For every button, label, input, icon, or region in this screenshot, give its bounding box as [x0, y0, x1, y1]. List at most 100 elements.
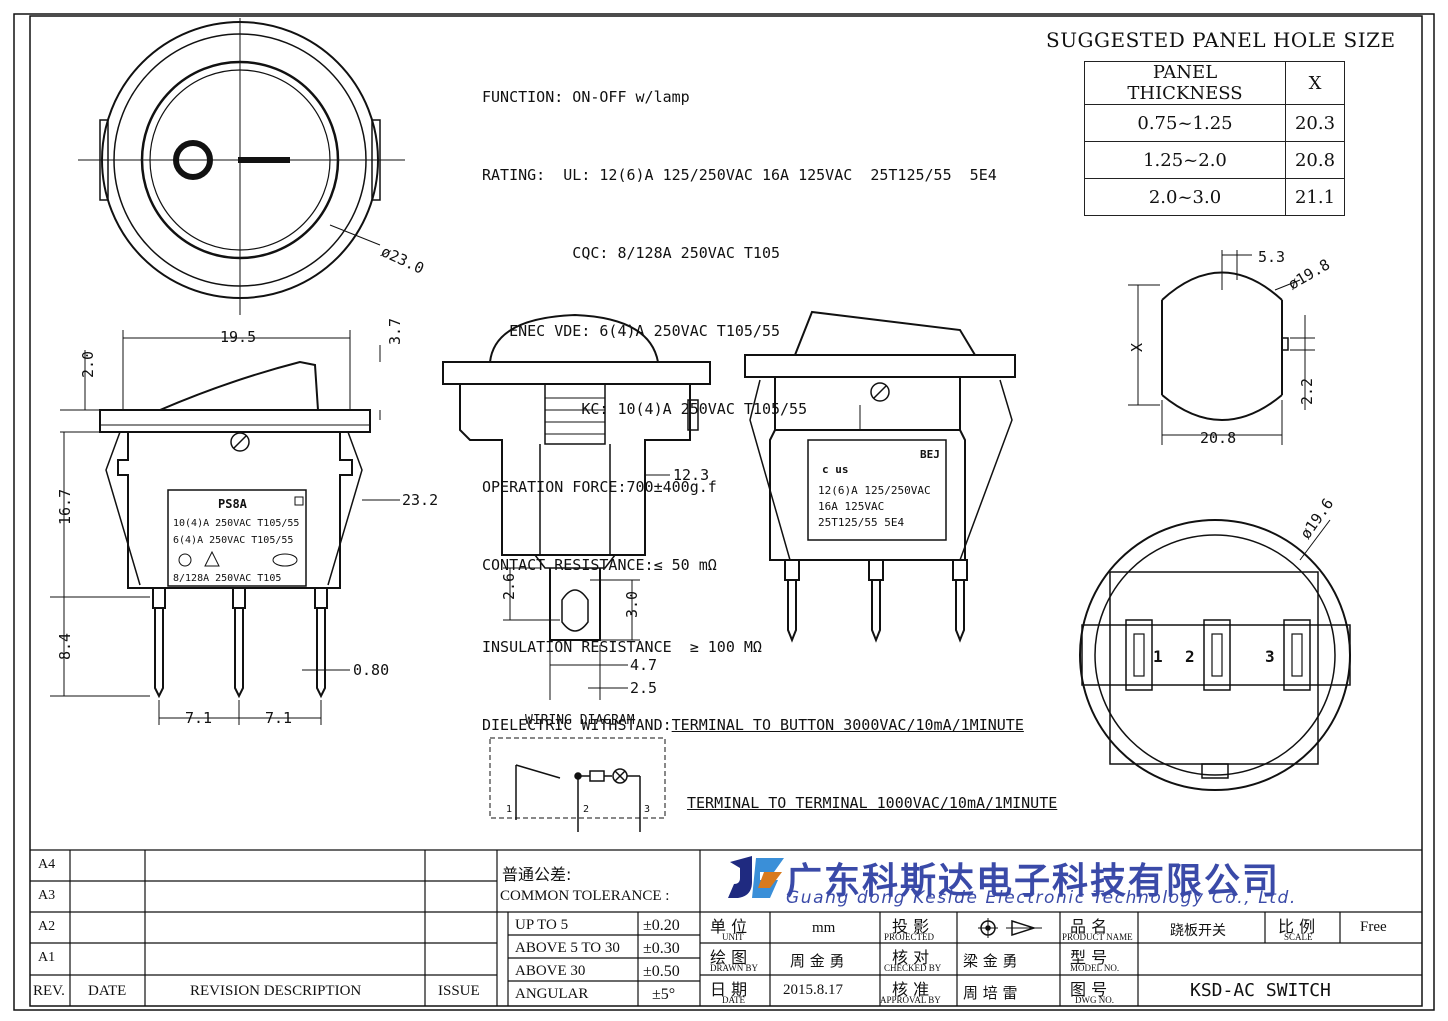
description-header: REVISION DESCRIPTION: [190, 983, 362, 999]
tol-value-4: ±5°: [652, 986, 676, 1003]
side-label-bej: BEJ: [920, 448, 940, 461]
dim-diameter-23: ø23.0: [378, 242, 427, 277]
dim-2-2: 2.2: [1298, 378, 1316, 405]
terminal-3: 3: [1265, 647, 1275, 666]
off-symbol: [173, 140, 213, 180]
spec-rating-enec: ENEC VDE: 6(4)A 250VAC T105/55: [482, 322, 781, 340]
label-line-2: 6(4)A 250VAC T105/55: [173, 535, 293, 546]
tolerance-cn: 普通公差:: [502, 865, 572, 884]
spec-dielectric: DIELECTRIC WITHSTAND:TERMINAL TO BUTTON …: [482, 712, 1057, 738]
table-row: 0.75~1.25 20.3: [1084, 104, 1345, 142]
dim-2-5: 2.5: [630, 679, 657, 697]
panel-hole-title: SUGGESTED PANEL HOLE SIZE: [1046, 28, 1396, 52]
drawn-by-cn: 绘 图: [710, 948, 748, 967]
dim-12-3: 12.3: [673, 466, 709, 484]
title-block-grid: [30, 849, 1422, 1006]
wiring-terminal-2: 2: [583, 804, 589, 815]
dim-3-0: 3.0: [623, 591, 641, 618]
company-logo-icon: [728, 856, 784, 898]
dim-5-3: 5.3: [1258, 248, 1285, 266]
label-line-1: 10(4)A 250VAC T105/55: [173, 518, 299, 529]
dim-4-7: 4.7: [630, 656, 657, 674]
cert-marks: [178, 550, 298, 567]
dim-23-2: 23.2: [402, 491, 438, 509]
model-no-cn: 型 号: [1070, 948, 1108, 967]
panel-hole-dims: [1128, 250, 1315, 445]
scale-value: Free: [1360, 919, 1387, 935]
front-view: [99, 360, 371, 699]
header-panel-thickness: PANEL THICKNESS: [1084, 61, 1286, 105]
tol-value-2: ±0.30: [643, 940, 680, 957]
approval-value: 周 培 雷: [963, 984, 1018, 1002]
x-cell: 20.8: [1285, 141, 1345, 179]
bottom-view: [1079, 519, 1351, 791]
tolerance-en: COMMON TOLERANCE :: [500, 888, 670, 904]
thickness-cell: 0.75~1.25: [1084, 104, 1286, 142]
dim-7-1-left: 7.1: [185, 709, 212, 727]
terminal-2: 2: [1185, 647, 1195, 666]
panel-hole-table: PANEL THICKNESS X 0.75~1.25 20.3 1.25~2.…: [1084, 61, 1345, 216]
tol-value-3: ±0.50: [643, 963, 680, 980]
spec-operation-force: OPERATION FORCE:700±400g.f: [482, 478, 717, 496]
side-label-ul: c us: [822, 463, 849, 476]
first-angle-projection-icon: [978, 918, 1042, 938]
drawn-by-value: 周 金 勇: [790, 952, 845, 970]
dim-3-7: 3.7: [386, 318, 404, 345]
x-cell: 20.3: [1285, 104, 1345, 142]
rev-a3: A3: [38, 888, 56, 903]
tol-label-2: ABOVE 5 TO 30: [515, 940, 620, 956]
side-label-line-3: 25T125/55 5E4: [818, 516, 904, 529]
dim-7-1-right: 7.1: [265, 709, 292, 727]
side-label-line-1: 12(6)A 125/250VAC: [818, 484, 931, 497]
thickness-cell: 1.25~2.0: [1084, 141, 1286, 179]
spec-dielectric-label: DIELECTRIC WITHSTAND:: [482, 716, 672, 734]
projected-en: PROJECTED: [884, 932, 935, 942]
tol-label-1: UP TO 5: [515, 917, 569, 933]
dim-8-4: 8.4: [56, 633, 74, 660]
product-name-value: 跷板开关: [1170, 923, 1226, 939]
spec-rating-kc: KC: 10(4)A 250VAC T105/55: [482, 400, 808, 418]
product-name-cn: 品 名: [1070, 917, 1108, 936]
company-name-en: Guang dong Keside Electronic Technology …: [786, 888, 1297, 908]
date-cn: 日 期: [710, 980, 748, 999]
table-row: 2.0~3.0 21.1: [1084, 178, 1345, 216]
dim-2-6: 2.6: [500, 573, 518, 600]
spec-insulation-resistance: INSULATION RESISTANCE ≥ 100 MΩ: [482, 638, 762, 656]
unit-en: UNIT: [722, 932, 744, 942]
rev-header: REV.: [33, 983, 65, 999]
spec-contact-resistance: CONTACT RESISTANCE:≤ 50 mΩ: [482, 556, 717, 574]
date-en: DATE: [722, 995, 745, 1005]
dim-0-80: 0.80: [353, 661, 389, 679]
date-header: DATE: [88, 983, 127, 999]
dwg-no-value: KSD-AC SWITCH: [1190, 980, 1331, 1001]
inner-frame: [29, 15, 1423, 1007]
checked-by-cn: 核 对: [892, 948, 930, 967]
spec-dielectric-row-2: TERMINAL TO TERMINAL 1000VAC/10mA/1MINUT…: [482, 790, 1057, 816]
spec-dielectric-2: TERMINAL TO TERMINAL 1000VAC/10mA/1MINUT…: [687, 794, 1058, 812]
rev-a2: A2: [38, 919, 56, 934]
dim-width-19-5: 19.5: [220, 328, 256, 346]
x-cell: 21.1: [1285, 178, 1345, 216]
thickness-cell: 2.0~3.0: [1084, 178, 1286, 216]
label-model: PS8A: [218, 497, 248, 511]
approval-cn: 核 准: [892, 980, 930, 999]
spec-rating-ul: RATING: UL: 12(6)A 125/250VAC 16A 125VAC…: [482, 166, 997, 184]
outer-frame: [13, 13, 1435, 1011]
specification-block: FUNCTION: ON-OFF w/lamp RATING: UL: 12(6…: [482, 32, 1057, 842]
wiring-diagram: [489, 737, 666, 832]
header-x: X: [1285, 61, 1345, 105]
dim-diameter-19-6: ø19.6: [1297, 495, 1338, 542]
scale-en: SCALE: [1284, 932, 1313, 942]
scale-cn: 比 例: [1278, 917, 1316, 936]
table-header-row: PANEL THICKNESS X: [1084, 61, 1345, 105]
unit-cn: 单 位: [710, 917, 748, 936]
panel-hole-view: [1161, 271, 1289, 421]
dim-diameter-19-8: ø19.8: [1285, 255, 1333, 293]
product-name-en: PRODUCT NAME: [1062, 932, 1133, 942]
wiring-title: WIRING DIAGRAM: [525, 713, 635, 728]
date-value: 2015.8.17: [783, 982, 843, 998]
drawn-by-en: DRAWN BY: [710, 963, 759, 973]
dim-20-8: 20.8: [1200, 429, 1236, 447]
rev-a1: A1: [38, 950, 56, 965]
